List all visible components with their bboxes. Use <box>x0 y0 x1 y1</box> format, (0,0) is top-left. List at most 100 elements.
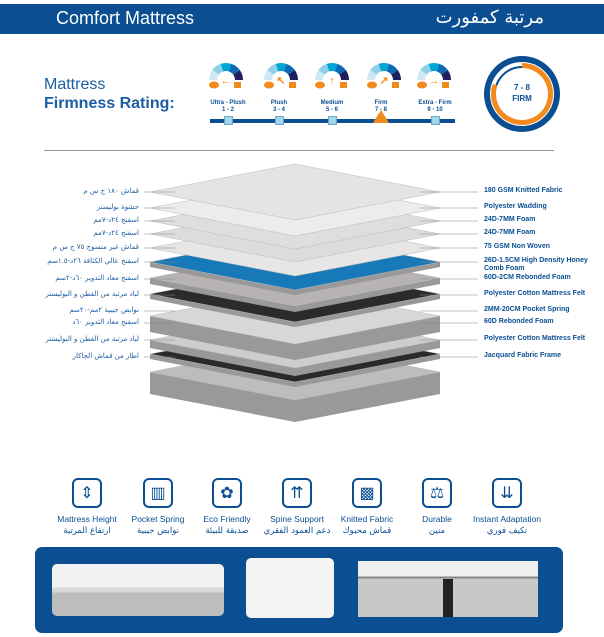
divider <box>44 150 554 151</box>
gauge-arrow-icon: ← <box>221 75 232 87</box>
gauge-center <box>323 71 341 89</box>
block-icon <box>442 82 449 88</box>
layer-label-en: 60D Rebonded Foam <box>484 318 554 325</box>
layer-label-ar: قماش غير منسوج ٧٥ ج س م <box>52 243 139 251</box>
feature-label-en: Mattress Height <box>57 514 117 524</box>
layer-label-en: Polyester Wadding <box>484 203 547 210</box>
slider-tick <box>275 116 284 125</box>
spine-icon: ⇈ <box>282 478 312 508</box>
feature-label-ar: تكيف فوري <box>486 526 528 536</box>
feature-item: ⇈ Spine Support دعم العمود الفقري <box>257 478 337 537</box>
layer-label-en: Polyester Cotton Mattress Felt <box>484 335 586 342</box>
gauge-center <box>375 71 393 89</box>
level-name: Extra - Firm <box>418 100 452 106</box>
level-name: Plush <box>270 100 288 106</box>
layer-label-ar: اسفنج عالي الكثافة ٢٦د-١.٥سم <box>47 257 139 265</box>
ruler-icon: ⇕ <box>72 478 102 508</box>
feature-label-en: Durable <box>422 514 452 524</box>
firmness-gauges: ←↖↑↗→ <box>209 62 451 89</box>
badge-ring <box>490 62 554 126</box>
cloud-icon <box>315 81 325 89</box>
weight-icon: ⚖ <box>422 478 452 508</box>
feature-label-ar: صديقة للبيئة <box>205 526 249 536</box>
feature-item: ▩ Knitted Fabric قماش محبوك <box>327 478 407 537</box>
layer-label-en: 26D-1.5CM High Density Honey Comb Foam <box>484 257 588 272</box>
spring-icon: ▥ <box>143 478 173 508</box>
layer-label-ar: اسفنج معاد التدوير ٦٠د <box>72 318 139 326</box>
gauge-arrow-icon: ↑ <box>329 75 335 87</box>
title-en: Comfort Mattress <box>56 8 195 28</box>
layer-side <box>150 316 440 360</box>
slider-tick <box>431 116 440 125</box>
level-name: Ultra - Plush <box>210 100 246 106</box>
feature-label-en: Instant Adaptation <box>472 514 542 524</box>
layer-label-en: Polyester Cotton Mattress Felt <box>484 290 586 297</box>
feature-item: ▥ Pocket Spring نوابض جيبية <box>118 478 198 537</box>
header-bar <box>0 4 604 34</box>
feature-label-ar: متين <box>428 526 446 536</box>
knit-icon: ▩ <box>352 478 382 508</box>
cloud-icon <box>417 81 427 89</box>
feature-label-en: Eco Friendly <box>203 514 251 524</box>
firmness-title: Mattress <box>44 76 106 93</box>
level-name: Medium <box>320 100 344 106</box>
slider-tick <box>224 116 233 125</box>
level-range: 9 - 10 <box>427 107 443 113</box>
level-range: 5 - 6 <box>325 107 338 113</box>
gauge-center <box>425 71 443 89</box>
feature-label-ar: نوابض جيبية <box>136 526 180 536</box>
layer-side <box>150 340 440 376</box>
block-icon <box>234 82 241 88</box>
feature-label-ar: دعم العمود الفقري <box>263 526 331 536</box>
level-range: 1 - 2 <box>221 107 234 113</box>
layer-side <box>150 278 440 312</box>
feature-label-en: Pocket Spring <box>131 514 185 524</box>
cloud-icon <box>264 81 274 89</box>
layer-label-en: 180 GSM Knitted Fabric <box>484 187 563 194</box>
mattress-side-photo <box>358 561 538 617</box>
block-icon <box>340 82 347 88</box>
cloud-icon <box>367 81 377 89</box>
layer-side <box>150 372 440 422</box>
layer-label-ar: لباد مرتبة من القطن و البوليستر <box>45 335 139 343</box>
gauge-center <box>272 71 290 89</box>
layer-label-ar: اسفنج معاد التدوير ٦٠د-٢سم <box>55 274 139 282</box>
block-icon <box>289 82 296 88</box>
layer-label-en: 2MM-20CM Pocket Spring <box>484 306 570 313</box>
leaf-icon: ✿ <box>212 478 242 508</box>
firmness-slider <box>210 110 455 125</box>
feature-item: ⇊ Instant Adaptation تكيف فوري <box>467 478 547 537</box>
layer-label-en: 24D-7MM Foam <box>484 216 536 223</box>
firmness-subtitle: Firmness Rating: <box>44 95 175 112</box>
gauge-arrow-icon: ↗ <box>379 75 388 87</box>
layer-label-en: 75 GSM Non Woven <box>484 243 550 250</box>
slider-tick <box>328 116 337 125</box>
gauge-arrow-icon: → <box>429 75 440 87</box>
feature-item: ⚖ Durable متين <box>397 478 477 537</box>
feature-label-en: Spine Support <box>270 514 324 524</box>
layer-label-ar: اطار من قماش الجاكار <box>72 352 139 360</box>
feature-label-en: Knitted Fabric <box>340 514 394 524</box>
layer-label-en: Jacquard Fabric Frame <box>484 352 562 359</box>
feature-item: ✿ Eco Friendly صديقة للبيئة <box>187 478 267 537</box>
layer-label-en: 24D-7MM Foam <box>484 229 536 236</box>
layer-label-ar: اسفنج ٢٤د-٧مم <box>93 216 139 224</box>
mattress-photo <box>52 564 224 616</box>
layer-label-ar: قماش ١٨٠ ج س م <box>83 187 139 195</box>
title-ar: مرتبة كمفورت <box>435 7 544 28</box>
badge-label: FIRM <box>512 94 532 103</box>
block-icon <box>392 82 399 88</box>
layer-label-ar: نوابض جيبية ٢مم-٢٠سم <box>69 306 139 314</box>
level-range: 3 - 4 <box>272 107 285 113</box>
layer-label-en: 60D-2CM Rebonded Foam <box>484 274 571 281</box>
selected-marker <box>373 110 389 123</box>
cloud-icon <box>209 81 219 89</box>
gauge-center <box>217 71 235 89</box>
feature-label-ar: قماش محبوك <box>342 526 392 536</box>
layer-label-ar: حشوة بوليستر <box>96 203 139 211</box>
adapt-icon: ⇊ <box>492 478 522 508</box>
